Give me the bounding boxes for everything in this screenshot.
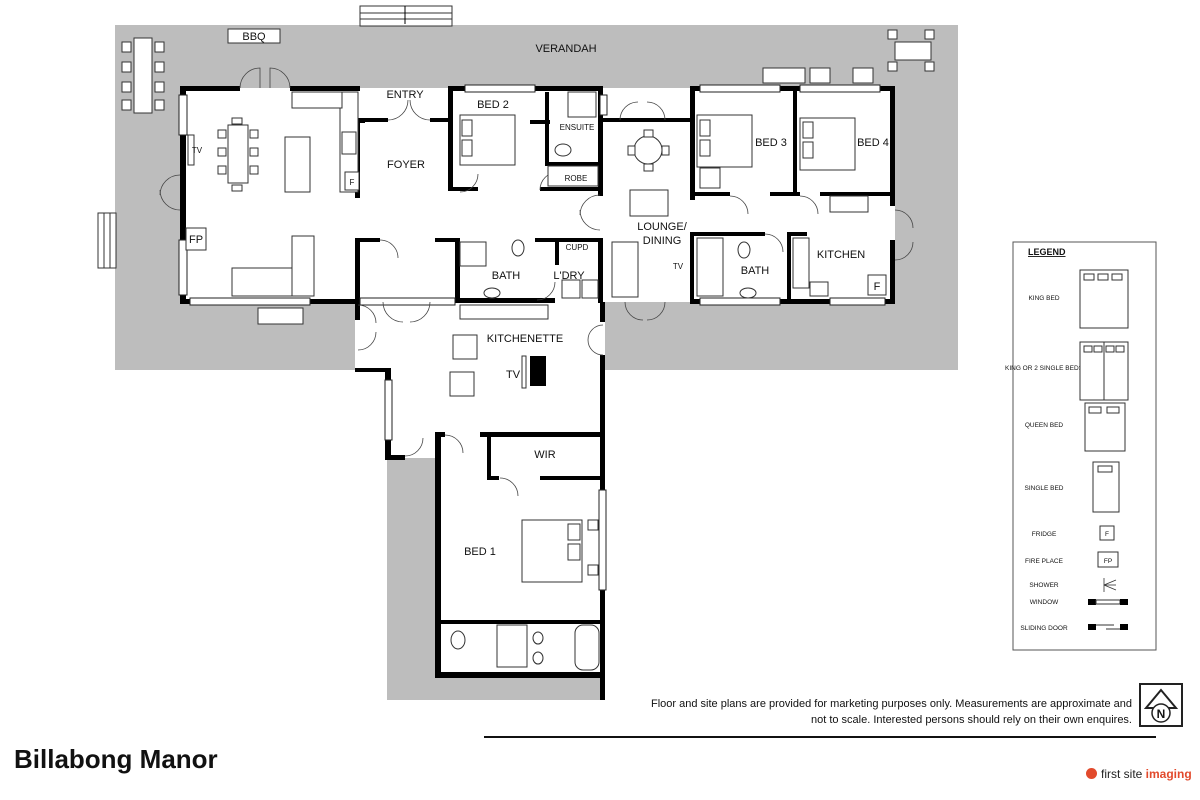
shower-icon xyxy=(1103,578,1117,592)
brand-prefix: first site xyxy=(1101,767,1146,781)
legend-item-window: WINDOW xyxy=(1030,599,1059,606)
cupd-label: CUPD xyxy=(566,243,589,252)
tv-label-lounge: TV xyxy=(673,262,684,271)
legend-fireplace-symbol: FP xyxy=(1104,558,1112,565)
kitchenette-label: KITCHENETTE xyxy=(487,333,563,345)
bed2-label: BED 2 xyxy=(477,99,509,111)
fireplace-label: FP xyxy=(189,234,203,246)
doors xyxy=(159,67,914,497)
brand-logo: first site imaging xyxy=(1086,767,1192,781)
legend-item-single-bed: SINGLE BED xyxy=(1024,485,1063,492)
bed3-label: BED 3 xyxy=(755,137,787,149)
sliding-door-icon xyxy=(1088,624,1128,630)
foyer-label: FOYER xyxy=(387,159,425,171)
verandah-label: VERANDAH xyxy=(535,43,596,55)
wir-label: WIR xyxy=(534,449,555,461)
bath-b-label: BATH xyxy=(741,265,770,277)
lounge-label-line2: DINING xyxy=(643,235,682,247)
ensuite-label: ENSUITE xyxy=(560,123,595,132)
legend-title: LEGEND xyxy=(1028,247,1066,257)
kitchen-label: KITCHEN xyxy=(817,249,865,261)
bbq: BBQ xyxy=(227,28,281,44)
disclaimer-text: Floor and site plans are provided for ma… xyxy=(651,698,1132,726)
legend-item-fridge: FRIDGE xyxy=(1032,531,1057,538)
tv-label-living: TV xyxy=(192,146,203,155)
bed1-label: BED 1 xyxy=(464,546,496,558)
legend-item-shower: SHOWER xyxy=(1029,582,1059,589)
tv-label-kitchenette: TV xyxy=(506,369,521,381)
lounge-label-line1: LOUNGE/ xyxy=(637,221,687,233)
legend-item-king-bed: KING BED xyxy=(1028,295,1059,302)
legend: LEGEND KING BED KING OR 2 SINGLE BEDS QU… xyxy=(1005,241,1157,651)
bed4-label: BED 4 xyxy=(857,137,889,149)
brand-highlight: imaging xyxy=(1145,767,1192,781)
room-labels: VERANDAH ENTRY FOYER BED 2 ENSUITE ROBE … xyxy=(189,43,889,558)
furniture xyxy=(121,29,935,671)
compass-letter: N xyxy=(1157,707,1166,721)
bath-a-label: BATH xyxy=(492,270,521,282)
side-steps xyxy=(97,212,117,269)
brand-dot-icon xyxy=(1086,768,1097,779)
tv-unit xyxy=(530,356,546,386)
fridge-label-kitchen: F xyxy=(874,281,881,293)
fridge-label-main: F xyxy=(350,178,355,187)
walls xyxy=(180,86,895,700)
legend-item-king-or-2-single: KING OR 2 SINGLE BEDS xyxy=(1005,365,1084,372)
entry-steps xyxy=(359,5,453,27)
legend-item-sliding-door: SLIDING DOOR xyxy=(1020,625,1068,632)
robe-label: ROBE xyxy=(565,174,588,183)
window-symbol-icon xyxy=(1088,599,1128,605)
legend-item-fire-place: FIRE PLACE xyxy=(1025,558,1064,565)
laundry-label: L'DRY xyxy=(553,270,585,282)
north-compass: N xyxy=(1139,683,1183,727)
legend-fridge-symbol: F xyxy=(1105,531,1109,538)
page-title: Billabong Manor xyxy=(14,744,218,774)
divider xyxy=(484,736,1156,738)
legend-item-queen-bed: QUEEN BED xyxy=(1025,422,1064,429)
windows xyxy=(178,84,886,591)
bbq-label: BBQ xyxy=(242,31,266,43)
entry-label: ENTRY xyxy=(386,89,424,101)
